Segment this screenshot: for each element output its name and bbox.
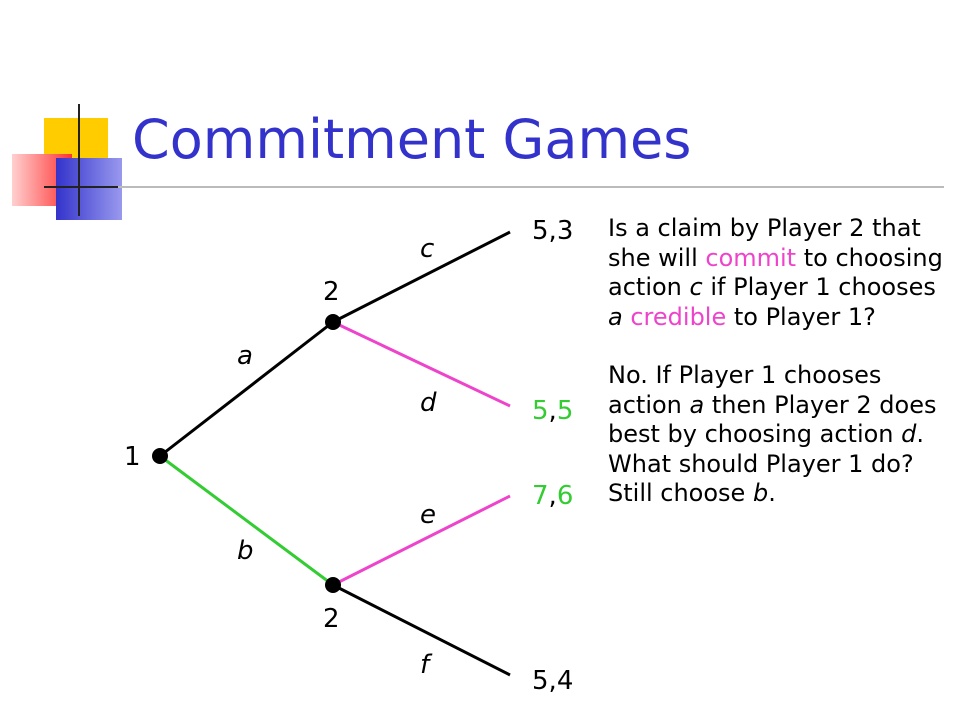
- payoff-sep: ,: [548, 396, 557, 426]
- branch-c: [332, 230, 511, 324]
- decor-vertical-line: [78, 104, 80, 216]
- question-paragraph: Is a claim by Player 2 that she will com…: [608, 214, 943, 331]
- branch-b: [159, 454, 334, 587]
- branch-a: [159, 320, 334, 458]
- branch-f: [332, 583, 511, 677]
- action-label-d: d: [420, 388, 437, 418]
- payoff-p2: 6: [556, 481, 574, 511]
- decision-node-2-lower: [325, 577, 341, 593]
- node-label-player-2-lower: 2: [323, 604, 340, 634]
- payoff-sep: ,: [548, 666, 557, 696]
- node-label-player-2-upper: 2: [323, 277, 340, 307]
- followup-paragraph: What should Player 1 do? Still choose b.: [608, 449, 914, 508]
- action-label-e: e: [420, 500, 436, 530]
- branch-d: [332, 320, 511, 408]
- decision-node-1: [152, 448, 168, 464]
- payoff-f: 5,4: [532, 666, 573, 696]
- decor-horizontal-line: [44, 186, 944, 188]
- node-label-player-1: 1: [124, 442, 141, 472]
- payoff-p2: 4: [556, 666, 574, 696]
- payoff-p1: 7: [532, 481, 549, 511]
- payoff-sep: ,: [548, 481, 557, 511]
- branch-e: [332, 494, 511, 587]
- payoff-d: 5,5: [532, 396, 573, 426]
- decor-blue-square: [56, 158, 122, 220]
- payoff-p1: 5: [532, 216, 549, 246]
- action-label-a: a: [237, 341, 253, 371]
- payoff-p1: 5: [532, 666, 549, 696]
- paragraph-gap: [608, 332, 958, 361]
- decision-node-2-upper: [325, 314, 341, 330]
- payoff-sep: ,: [548, 216, 557, 246]
- action-label-c: c: [420, 234, 435, 264]
- payoff-p2: 3: [556, 216, 574, 246]
- payoff-e: 7,6: [532, 481, 573, 511]
- action-label-f: f: [420, 650, 430, 680]
- action-label-b: b: [237, 536, 254, 566]
- slide-title: Commitment Games: [132, 108, 692, 171]
- payoff-c: 5,3: [532, 216, 573, 246]
- decor-horizontal-line-dark: [44, 186, 118, 188]
- commit-highlight: commit: [705, 243, 797, 272]
- payoff-p1: 5: [532, 396, 549, 426]
- credible-highlight: credible: [630, 302, 727, 331]
- answer-paragraph: No. If Player 1 chooses action a then Pl…: [608, 361, 937, 448]
- payoff-p2: 5: [556, 396, 574, 426]
- explanation-text: Is a claim by Player 2 that she will com…: [608, 214, 958, 509]
